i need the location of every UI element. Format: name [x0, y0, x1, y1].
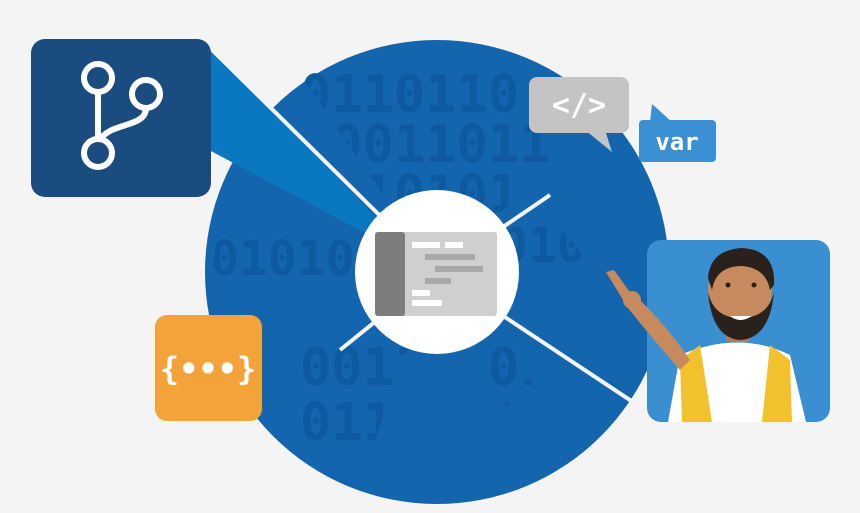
- var-tag-label: var: [655, 128, 698, 156]
- json-tile: {•••}: [155, 315, 262, 421]
- branch-tile: [31, 39, 211, 197]
- developer-card: [606, 240, 830, 422]
- json-tile-label: {•••}: [160, 350, 256, 388]
- developer-avatar: [606, 248, 806, 422]
- code-tag-label: </>: [552, 88, 606, 123]
- code-tag-bubble: </>: [529, 77, 629, 152]
- var-tag-bubble: var: [639, 104, 716, 162]
- binary-row: 0110110: [300, 65, 519, 125]
- git-branch-icon: [81, 61, 163, 170]
- code-editor-icon: [375, 232, 497, 316]
